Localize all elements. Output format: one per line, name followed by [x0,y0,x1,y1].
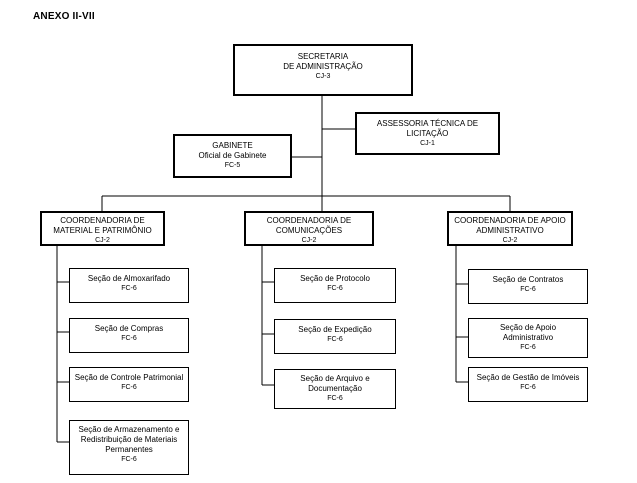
section-armazenamento-line1: Seção de Armazenamento e [78,425,180,434]
coord-comunicacoes-code: CJ-2 [301,237,317,244]
section-controle-patrimonial-box: Seção de Controle Patrimonial FC-6 [69,367,189,402]
gabinete-title: GABINETE [212,141,253,150]
coord-comunicacoes-line1: COORDENADORIA DE [266,216,352,225]
section-apoio-administrativo-line1: Seção de Apoio [499,323,557,332]
secretaria-title-line1: SECRETARIA [297,52,349,61]
secretaria-box: SECRETARIA DE ADMINISTRAÇÃO CJ-3 [233,44,413,96]
coord-material-line1: COORDENADORIA DE [60,216,145,225]
coord-apoio-line1: COORDENADORIA DE APOIO [454,216,566,225]
secretaria-code: CJ-3 [315,73,331,80]
section-contratos-box: Seção de Contratos FC-6 [468,269,588,304]
assessoria-box: ASSESSORIA TÉCNICA DE LICITAÇÃO CJ-1 [355,112,500,155]
gabinete-box: GABINETE Oficial de Gabinete FC-5 [173,134,292,178]
coord-comunicacoes-box: COORDENADORIA DE COMUNICAÇÕES CJ-2 [244,211,374,246]
section-arquivo-box: Seção de Arquivo e Documentação FC-6 [274,369,396,409]
section-armazenamento-box: Seção de Armazenamento e Redistribuição … [69,420,189,475]
section-armazenamento-code: FC-6 [121,456,137,463]
section-contratos-code: FC-6 [520,286,536,293]
section-apoio-administrativo-box: Seção de Apoio Administrativo FC-6 [468,318,588,358]
section-arquivo-line2: Documentação [308,384,362,393]
coord-apoio-code: CJ-2 [502,237,518,244]
section-gestao-imoveis-code: FC-6 [520,384,536,391]
coord-material-box: COORDENADORIA DE MATERIAL E PATRIMÔNIO C… [40,211,165,246]
section-expedicao-code: FC-6 [327,336,343,343]
section-apoio-administrativo-line2: Administrativo [502,333,554,342]
gabinete-code: FC-5 [224,162,241,169]
section-protocolo-box: Seção de Protocolo FC-6 [274,268,396,303]
secretaria-title-line2: DE ADMINISTRAÇÃO [283,62,363,71]
section-contratos-label: Seção de Contratos [492,275,564,284]
section-arquivo-line1: Seção de Arquivo e [300,374,370,383]
section-armazenamento-line2: Redistribuição de Materiais [80,435,178,444]
coord-material-code: CJ-2 [95,237,110,244]
assessoria-code: CJ-1 [420,140,435,147]
section-arquivo-code: FC-6 [327,395,343,402]
section-protocolo-code: FC-6 [327,285,343,292]
section-almoxarifado-code: FC-6 [121,285,137,292]
section-almoxarifado-label: Seção de Almoxarifado [87,274,171,283]
section-gestao-imoveis-box: Seção de Gestão de Imóveis FC-6 [468,367,588,402]
section-expedicao-label: Seção de Expedição [298,325,372,334]
section-protocolo-label: Seção de Protocolo [300,274,370,283]
coord-comunicacoes-line2: COMUNICAÇÕES [275,226,343,235]
section-armazenamento-line3: Permanentes [105,445,153,454]
coord-material-line2: MATERIAL E PATRIMÔNIO [53,226,152,235]
section-controle-patrimonial-label: Seção de Controle Patrimonial [74,373,184,382]
section-compras-label: Seção de Compras [94,324,164,333]
gabinete-subtitle: Oficial de Gabinete [198,151,267,160]
section-controle-patrimonial-code: FC-6 [121,384,137,391]
coord-apoio-box: COORDENADORIA DE APOIO ADMINISTRATIVO CJ… [447,211,573,246]
section-almoxarifado-box: Seção de Almoxarifado FC-6 [69,268,189,303]
section-expedicao-box: Seção de Expedição FC-6 [274,319,396,354]
assessoria-title-line1: ASSESSORIA TÉCNICA DE [376,119,479,128]
section-gestao-imoveis-label: Seção de Gestão de Imóveis [476,373,580,382]
section-compras-box: Seção de Compras FC-6 [69,318,189,353]
coord-apoio-line2: ADMINISTRATIVO [476,226,544,235]
page-title: ANEXO II-VII [33,11,95,22]
assessoria-title-line2: LICITAÇÃO [406,129,449,138]
section-compras-code: FC-6 [121,335,137,342]
section-apoio-administrativo-code: FC-6 [520,344,536,351]
